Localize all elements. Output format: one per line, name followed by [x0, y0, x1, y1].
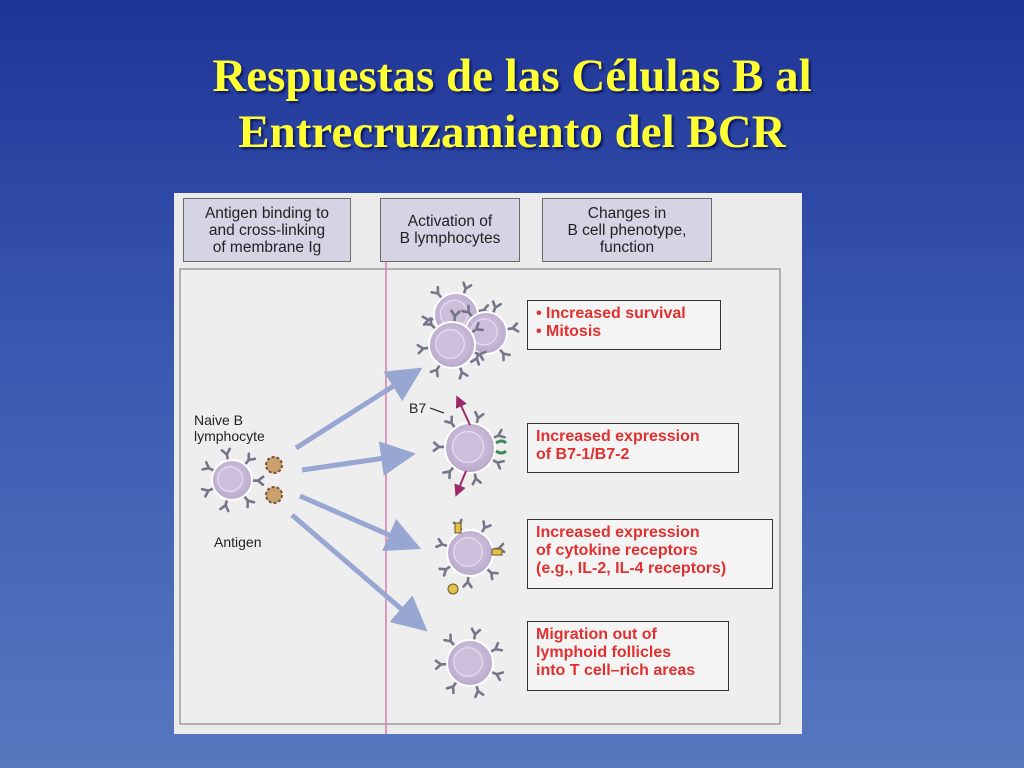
cytokine-receptor-icon — [491, 548, 503, 556]
cytokine-receptor-icon — [447, 583, 459, 595]
b7-receptor-icon — [495, 439, 508, 455]
slide-title: Respuestas de las Células B al Entrecruz… — [0, 48, 1024, 160]
outcome-survival-mitosis: • Increased survival • Mitosis — [527, 300, 721, 350]
outcome-cytokine-receptors: Increased expression of cytokine recepto… — [527, 519, 773, 589]
bcr-diagram: Antigen binding to and cross-linking of … — [174, 193, 802, 734]
naive-b-cell — [200, 447, 265, 513]
b7-expressing-cell — [432, 395, 508, 497]
b7-pointer — [429, 407, 445, 414]
header-activation: Activation of B lymphocytes — [380, 198, 520, 262]
arrow-to-survival — [294, 367, 423, 451]
arrow-to-b7 — [301, 441, 416, 476]
antigen-icon — [265, 486, 283, 504]
cytokine-receptor-cell — [435, 518, 506, 595]
antigen-label: Antigen — [214, 534, 262, 550]
b7-label: B7 — [409, 400, 427, 416]
arrow-to-cytokine — [298, 493, 422, 552]
outcome-b7-expression: Increased expression of B7-1/B7-2 — [527, 423, 739, 473]
antigen-icon — [265, 456, 283, 474]
cytokine-receptor-icon — [454, 522, 462, 534]
outcome-migration: Migration out of lymphoid follicles into… — [527, 621, 729, 691]
naive-b-label: Naive B lymphocyte — [194, 412, 265, 444]
header-antigen-binding: Antigen binding to and cross-linking of … — [183, 198, 351, 262]
proliferating-cell-front — [416, 309, 487, 380]
migrating-cell — [434, 627, 505, 699]
arrow-to-migration — [290, 513, 428, 632]
title-line-2: Entrecruzamiento del BCR — [238, 106, 786, 158]
header-phenotype-changes: Changes in B cell phenotype, function — [542, 198, 712, 262]
title-line-1: Respuestas de las Células B al — [212, 50, 812, 102]
